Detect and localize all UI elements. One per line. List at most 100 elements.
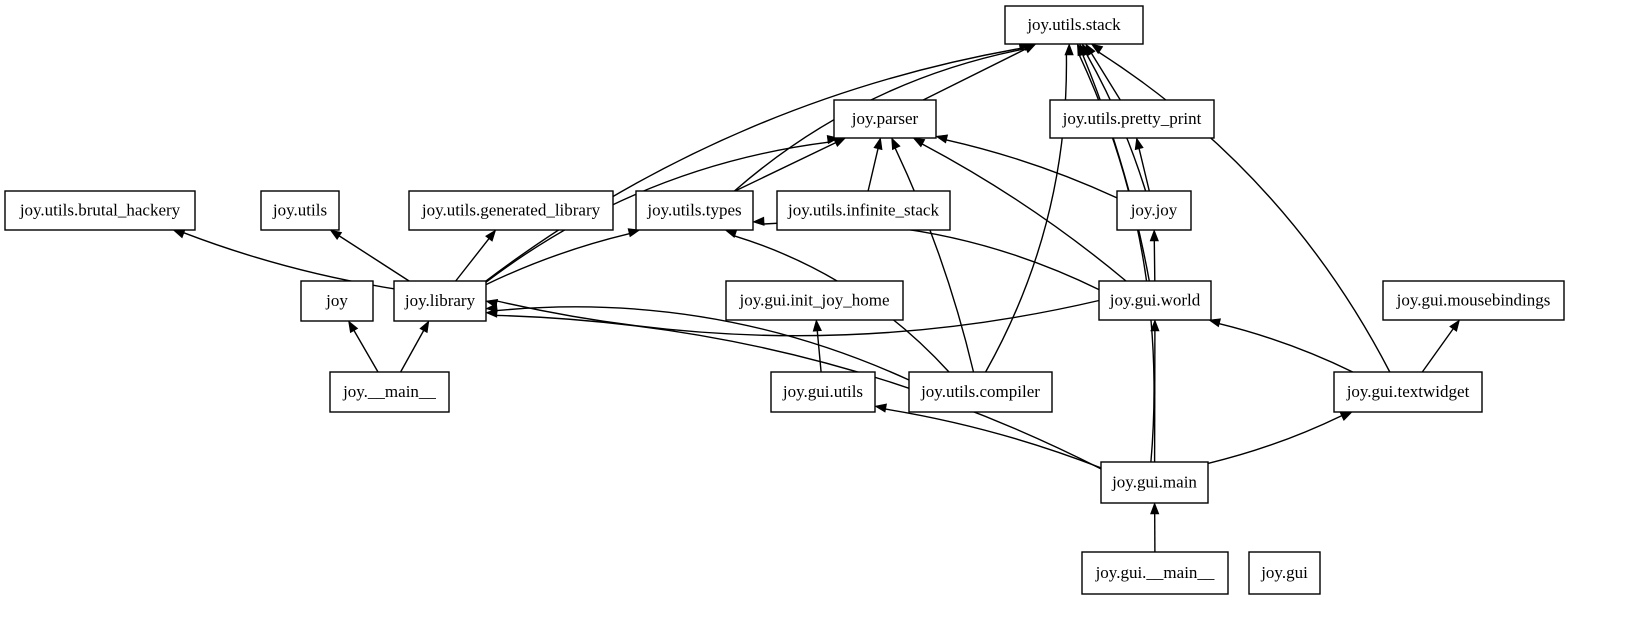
node-joy-gui-utils[interactable]: joy.gui.utils (770, 371, 876, 413)
node-label: joy.utils.infinite_stack (787, 200, 939, 219)
arrowhead (833, 137, 847, 148)
edge-joy-library-to-joy-utils-generated_library (455, 238, 490, 282)
node-joy-gui-textwidget[interactable]: joy.gui.textwidget (1333, 371, 1483, 413)
node-box[interactable] (1333, 371, 1483, 413)
node-joy-parser[interactable]: joy.parser (833, 99, 937, 139)
node-joy-utils-brutal_hackery[interactable]: joy.utils.brutal_hackery (4, 190, 196, 231)
node-label: joy (325, 291, 348, 310)
node-box[interactable] (1248, 551, 1321, 595)
node-label: joy.gui.textwidget (1346, 382, 1470, 401)
node-box[interactable] (300, 280, 374, 322)
arrowhead (1339, 411, 1353, 422)
arrowhead (935, 134, 949, 144)
edge-joy-gui-main-to-joy-library (496, 314, 1102, 470)
node-box[interactable] (1049, 99, 1215, 139)
node-joy-utils-generated_library[interactable]: joy.utils.generated_library (408, 190, 614, 231)
edge-joy-__main__-to-joy-library (399, 330, 425, 373)
arrowhead (1076, 43, 1087, 57)
node-joy-gui[interactable]: joy.gui (1248, 551, 1321, 595)
node-box[interactable] (776, 190, 951, 231)
node-joy-utils-types[interactable]: joy.utils.types (635, 190, 754, 231)
node-box[interactable] (635, 190, 754, 231)
node-box[interactable] (408, 190, 614, 231)
node-joy-utils-pretty_print[interactable]: joy.utils.pretty_print (1049, 99, 1215, 139)
edge-joy-gui-textwidget-to-joy-gui-world (1219, 323, 1354, 373)
edge-joy-gui-textwidget-to-joy-gui-mousebindings (1421, 328, 1454, 373)
node-label: joy.utils (272, 200, 327, 219)
node-label: joy.joy (1130, 200, 1178, 219)
edge-joy-gui-textwidget-to-joy-utils-stack (1098, 51, 1391, 373)
node-label: joy.utils.pretty_print (1062, 109, 1202, 128)
node-box[interactable] (1004, 5, 1144, 45)
node-joy-joy[interactable]: joy.joy (1116, 190, 1192, 231)
edge-joy-__main__-to-joy (353, 330, 379, 373)
node-label: joy.gui (1260, 563, 1308, 582)
nodes-layer: joy.utils.stack joy.parser joy.utils.prett… (4, 5, 1565, 595)
edge-joy-utils-types-to-joy-parser (734, 142, 836, 192)
node-joy-__main__[interactable]: joy.__main__ (329, 371, 450, 413)
edge-joy-joy-to-joy-utils-pretty_print (1138, 148, 1150, 192)
arrowhead (873, 137, 883, 151)
edge-joy-gui-utils-to-joy-gui-init_joy_home (816, 330, 822, 373)
edge-joy-utils-compiler-to-joy-parser (894, 148, 975, 373)
node-box[interactable] (908, 371, 1053, 413)
edge-joy-utils-pretty_print-to-joy-utils-stack (1090, 53, 1121, 101)
node-box[interactable] (1100, 461, 1209, 504)
arrowhead (1150, 502, 1160, 515)
node-box[interactable] (770, 371, 876, 413)
node-label: joy.parser (851, 109, 919, 128)
arrowhead (874, 403, 887, 413)
edge-joy-parser-to-joy-utils-stack (922, 48, 1027, 101)
node-box[interactable] (393, 280, 487, 322)
node-joy-gui-__main__[interactable]: joy.gui.__main__ (1081, 551, 1229, 595)
arrowhead (172, 229, 186, 239)
arrowhead (1090, 43, 1104, 55)
node-joy-gui-main[interactable]: joy.gui.main (1100, 461, 1209, 504)
edge-joy-gui-world-to-joy-library (496, 299, 1100, 337)
node-box[interactable] (4, 190, 196, 231)
node-joy[interactable]: joy (300, 280, 374, 322)
node-label: joy.utils.brutal_hackery (19, 200, 181, 219)
node-joy-library[interactable]: joy.library (393, 280, 487, 322)
arrowhead (1449, 319, 1460, 332)
arrowhead (1134, 137, 1144, 151)
node-joy-gui-world[interactable]: joy.gui.world (1098, 280, 1212, 321)
node-label: joy.utils.compiler (920, 382, 1040, 401)
node-joy-gui-mousebindings[interactable]: joy.gui.mousebindings (1382, 280, 1565, 321)
arrowhead (419, 320, 430, 334)
node-box[interactable] (329, 371, 450, 413)
node-box[interactable] (1098, 280, 1212, 321)
arrowhead (485, 229, 497, 242)
edge-joy-utils-compiler-to-joy-utils-stack (984, 54, 1068, 373)
node-joy-utils-infinite_stack[interactable]: joy.utils.infinite_stack (776, 190, 951, 231)
node-joy-utils-stack[interactable]: joy.utils.stack (1004, 5, 1144, 45)
node-box[interactable] (260, 190, 340, 231)
node-label: joy.utils.types (646, 200, 741, 219)
edge-joy-library-to-joy-utils-types (485, 233, 630, 286)
arrowhead (485, 298, 499, 308)
node-label: joy.gui.mousebindings (1396, 290, 1551, 309)
arrowhead (891, 137, 901, 151)
edge-joy-joy-to-joy-parser (946, 139, 1118, 199)
node-box[interactable] (833, 99, 937, 139)
edge-joy-gui-main-to-joy-gui-textwidget (1207, 415, 1342, 465)
edge-joy-utils-infinite_stack-to-joy-parser (867, 148, 879, 192)
edge-joy-utils-compiler-to-joy-library (496, 306, 910, 381)
node-joy-utils-compiler[interactable]: joy.utils.compiler (908, 371, 1053, 413)
node-box[interactable] (1382, 280, 1565, 321)
node-joy-gui-init_joy_home[interactable]: joy.gui.init_joy_home (725, 280, 904, 321)
edge-joy-gui-world-to-joy-utils-stack (1082, 54, 1150, 282)
node-box[interactable] (1116, 190, 1192, 231)
arrowhead (912, 137, 926, 148)
node-joy-utils[interactable]: joy.utils (260, 190, 340, 231)
arrowhead (1150, 319, 1160, 332)
node-box[interactable] (1081, 551, 1229, 595)
arrowhead (485, 308, 498, 318)
node-label: joy.library (404, 291, 476, 310)
node-label: joy.gui.__main__ (1095, 563, 1215, 582)
node-box[interactable] (725, 280, 904, 321)
node-label: joy.gui.world (1109, 290, 1201, 309)
edge-joy-library-to-joy-utils-stack (485, 47, 1021, 282)
arrowhead (1149, 229, 1159, 242)
